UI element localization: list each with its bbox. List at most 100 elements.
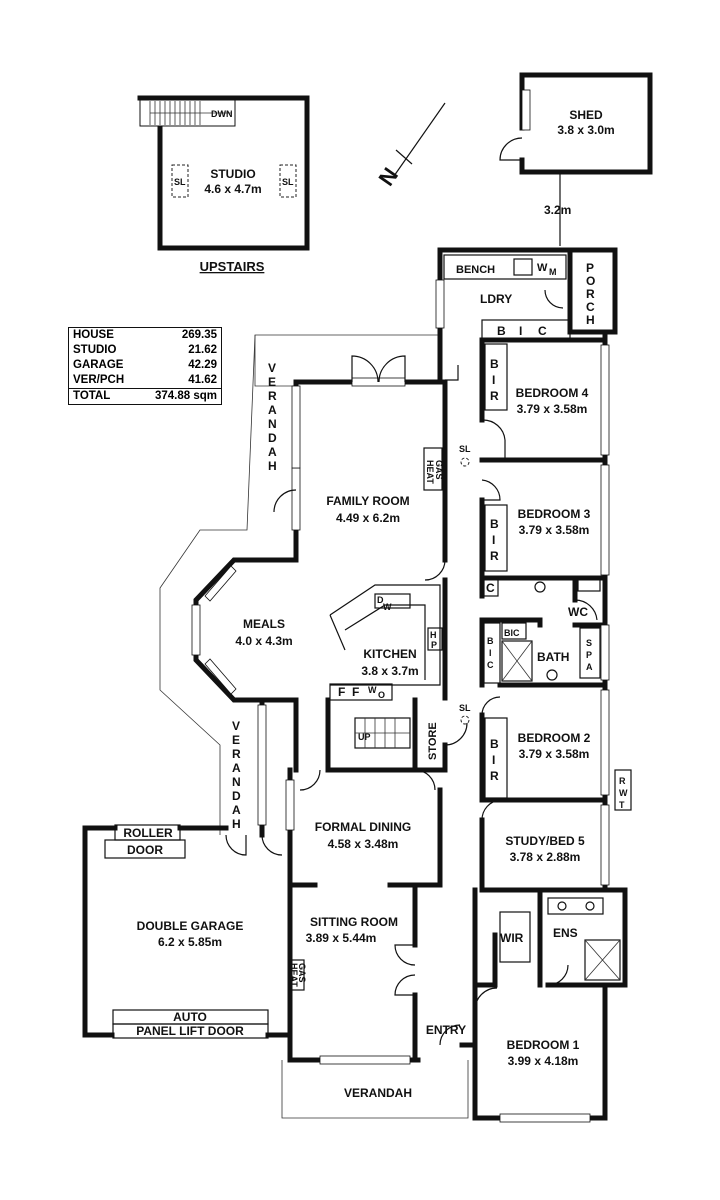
bic-h-label: BIC [504, 628, 520, 638]
bed1-dims: 3.99 x 4.18m [508, 1054, 579, 1068]
roller-door-line2: DOOR [127, 843, 163, 857]
svg-text:F: F [338, 685, 345, 699]
verandah-outlines [159, 334, 469, 1119]
svg-text:V: V [232, 719, 240, 733]
roller-door-line1: ROLLER [123, 826, 173, 840]
studio-dims: 4.6 x 4.7m [204, 182, 261, 196]
c-label: C [486, 581, 495, 595]
svg-text:H: H [430, 630, 437, 640]
house-walls [193, 247, 628, 1121]
svg-text:GAS: GAS [297, 963, 307, 983]
bench-label: BENCH [456, 264, 495, 276]
wir-label: WIR [500, 931, 524, 945]
doors [225, 289, 598, 1046]
sitting-name: SITTING ROOM [310, 915, 398, 929]
kitchen-dims: 3.8 x 3.7m [361, 664, 418, 678]
svg-text:C: C [586, 300, 595, 314]
svg-text:P: P [586, 650, 592, 660]
bedroom-wing-fixtures: B I R B I R B I R C WC B I C BIC BATH S … [459, 343, 632, 811]
svg-text:H: H [586, 313, 595, 327]
garage-name: DOUBLE GARAGE [137, 919, 244, 933]
entry-label: ENTRY [426, 1023, 466, 1037]
up-label: UP [358, 732, 371, 742]
studio-name: STUDIO [210, 167, 255, 181]
shed-distance: 3.2m [544, 203, 571, 217]
bic-c: C [538, 324, 547, 338]
svg-text:R: R [490, 549, 499, 563]
garage-dims: 6.2 x 5.85m [158, 935, 222, 949]
bed4-name: BEDROOM 4 [516, 386, 589, 400]
windows [191, 89, 610, 1123]
skylight-left [171, 164, 189, 198]
garage [82, 824, 293, 1039]
skylight-left-s: SL [174, 177, 186, 187]
svg-text:R: R [490, 389, 499, 403]
svg-text:T: T [619, 800, 625, 810]
svg-text:B: B [490, 517, 499, 531]
svg-text:W: W [368, 685, 377, 695]
wc-label: WC [568, 605, 588, 619]
svg-text:R: R [586, 287, 595, 301]
svg-text:A: A [268, 445, 277, 459]
laundry-m: M [549, 267, 557, 277]
svg-text:W: W [619, 788, 628, 798]
sitting-heater: GAS HEAT [289, 959, 307, 991]
bed1-name: BEDROOM 1 [507, 1038, 580, 1052]
kitchen-name: KITCHEN [363, 647, 416, 661]
svg-text:P: P [431, 640, 437, 650]
north-label: N [374, 163, 404, 190]
family-name: FAMILY ROOM [326, 494, 409, 508]
svg-text:A: A [268, 403, 277, 417]
svg-text:E: E [268, 375, 276, 389]
verandah-front-label: VERANDAH [344, 1086, 412, 1100]
svg-text:R: R [268, 389, 277, 403]
bed3-name: BEDROOM 3 [518, 507, 591, 521]
bed3-dims: 3.79 x 3.58m [519, 523, 590, 537]
svg-text:HEAT: HEAT [289, 963, 299, 987]
svg-text:I: I [492, 533, 495, 547]
bic-i: I [519, 324, 522, 338]
kitchen-fixtures: GAS HEAT D W H P F F W O UP STORE [329, 447, 444, 760]
store-label: STORE [427, 722, 439, 760]
svg-text:F: F [352, 685, 359, 699]
formal-name: FORMAL DINING [315, 820, 411, 834]
bed4-dims: 3.79 x 3.58m [517, 402, 588, 416]
verandah-family: V E R A N D A H [268, 361, 277, 473]
meals-dims: 4.0 x 4.3m [235, 634, 292, 648]
svg-text:B: B [490, 737, 499, 751]
sl-label-1: SL [459, 444, 471, 454]
svg-text:D: D [232, 789, 241, 803]
gas-label: GAS [434, 460, 444, 480]
svg-text:I: I [492, 753, 495, 767]
sl-label-2: SL [459, 703, 471, 713]
svg-text:D: D [268, 431, 277, 445]
svg-text:N: N [268, 417, 277, 431]
auto-door-line2: PANEL LIFT DOOR [136, 1024, 244, 1038]
svg-text:R: R [619, 776, 626, 786]
bed2-dims: 3.79 x 3.58m [519, 747, 590, 761]
svg-text:I: I [489, 648, 492, 658]
svg-text:D: D [377, 595, 384, 605]
auto-door-line1: AUTO [173, 1010, 207, 1024]
meals-name: MEALS [243, 617, 285, 631]
formal-dims: 4.58 x 3.48m [328, 837, 399, 851]
svg-text:V: V [268, 361, 276, 375]
svg-text:N: N [232, 775, 241, 789]
porch-label: P O R C H [586, 261, 595, 327]
svg-text:A: A [232, 803, 241, 817]
bath-label: BATH [537, 650, 569, 664]
study-name: STUDY/BED 5 [505, 834, 585, 848]
skylight-right-s: SL [282, 177, 294, 187]
study-dims: 3.78 x 2.88m [510, 850, 581, 864]
heat-label: HEAT [425, 460, 435, 484]
ldry-label: LDRY [480, 292, 512, 306]
shed-dims: 3.8 x 3.0m [557, 123, 614, 137]
ens-label: ENS [553, 926, 578, 940]
master-fixtures: WIR ENS [499, 897, 621, 981]
